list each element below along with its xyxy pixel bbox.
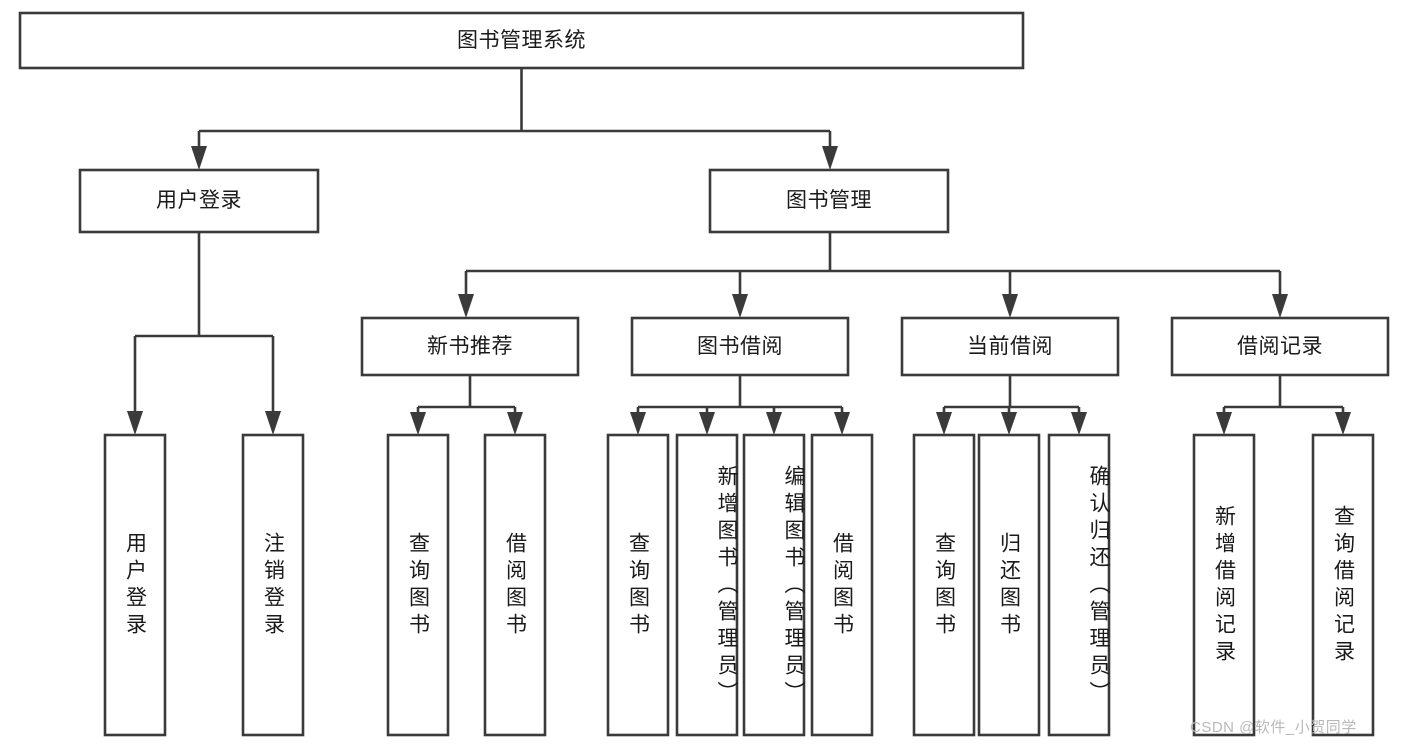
arrowhead-leaf-add-book bbox=[699, 412, 715, 435]
node-box-user-login[interactable] bbox=[78, 168, 320, 234]
arrowhead-leaf-query-book-3 bbox=[936, 412, 952, 435]
node-box-leaf-query-book-2[interactable] bbox=[606, 433, 670, 737]
connectors-userlogin-to-leaves bbox=[127, 232, 281, 435]
arrowhead-leaf-edit-book bbox=[766, 412, 782, 435]
arrowhead-leaf-query-book-1 bbox=[410, 412, 426, 435]
arrowhead-book-management bbox=[822, 146, 838, 170]
node-box-leaf-query-record[interactable] bbox=[1311, 433, 1375, 737]
arrowhead-leaf-user-login bbox=[127, 411, 143, 435]
arrowhead-leaf-add-record bbox=[1216, 412, 1232, 435]
node-box-book-management[interactable] bbox=[708, 168, 950, 234]
arrowhead-book-borrow bbox=[732, 294, 748, 318]
connectors-bookborrow-to-leaves bbox=[630, 375, 850, 435]
node-box-leaf-add-record[interactable] bbox=[1192, 433, 1256, 737]
arrowhead-user-login bbox=[191, 146, 207, 170]
node-box-leaf-edit-book[interactable] bbox=[742, 433, 806, 737]
node-box-book-borrow[interactable] bbox=[630, 316, 850, 377]
csdn-watermark: CSDN @软件_小贺同学 bbox=[1190, 719, 1357, 736]
arrowhead-new-book-recommend bbox=[458, 294, 474, 318]
node-box-leaf-query-book-1[interactable] bbox=[386, 433, 450, 737]
node-box-leaf-borrow-book-1[interactable] bbox=[483, 433, 547, 737]
connectors-currentborrow-to-leaves bbox=[936, 375, 1087, 435]
arrowhead-leaf-borrow-book-1 bbox=[507, 412, 523, 435]
connectors-root-to-level2 bbox=[191, 68, 838, 170]
arrowhead-leaf-query-record bbox=[1335, 412, 1351, 435]
node-box-leaf-borrow-book-2[interactable] bbox=[810, 433, 874, 737]
node-box-leaf-add-book[interactable] bbox=[675, 433, 739, 737]
node-box-leaf-query-book-3[interactable] bbox=[912, 433, 976, 737]
arrowhead-borrow-record bbox=[1272, 294, 1288, 318]
node-box-borrow-record[interactable] bbox=[1170, 316, 1390, 377]
arrowhead-leaf-user-logout bbox=[265, 411, 281, 435]
arrowhead-leaf-query-book-2 bbox=[630, 412, 646, 435]
arrowhead-leaf-confirm-return bbox=[1071, 412, 1087, 435]
node-box-leaf-return-book[interactable] bbox=[977, 433, 1041, 737]
arrowhead-leaf-borrow-book-2 bbox=[834, 412, 850, 435]
node-box-current-borrow[interactable] bbox=[900, 316, 1120, 377]
node-box-root[interactable] bbox=[18, 11, 1025, 70]
connectors-newbook-to-leaves bbox=[410, 375, 523, 435]
connectors-borrowrecord-to-leaves bbox=[1216, 375, 1351, 435]
node-box-leaf-user-login[interactable] bbox=[103, 433, 167, 737]
node-box-leaf-user-logout[interactable] bbox=[241, 433, 305, 737]
arrowhead-leaf-return-book bbox=[1001, 412, 1017, 435]
connectors-bookmgmt-to-level3 bbox=[458, 232, 1288, 318]
node-box-new-book-recommend[interactable] bbox=[360, 316, 580, 377]
arrowhead-current-borrow bbox=[1002, 294, 1018, 318]
node-box-leaf-confirm-return[interactable] bbox=[1047, 433, 1111, 737]
